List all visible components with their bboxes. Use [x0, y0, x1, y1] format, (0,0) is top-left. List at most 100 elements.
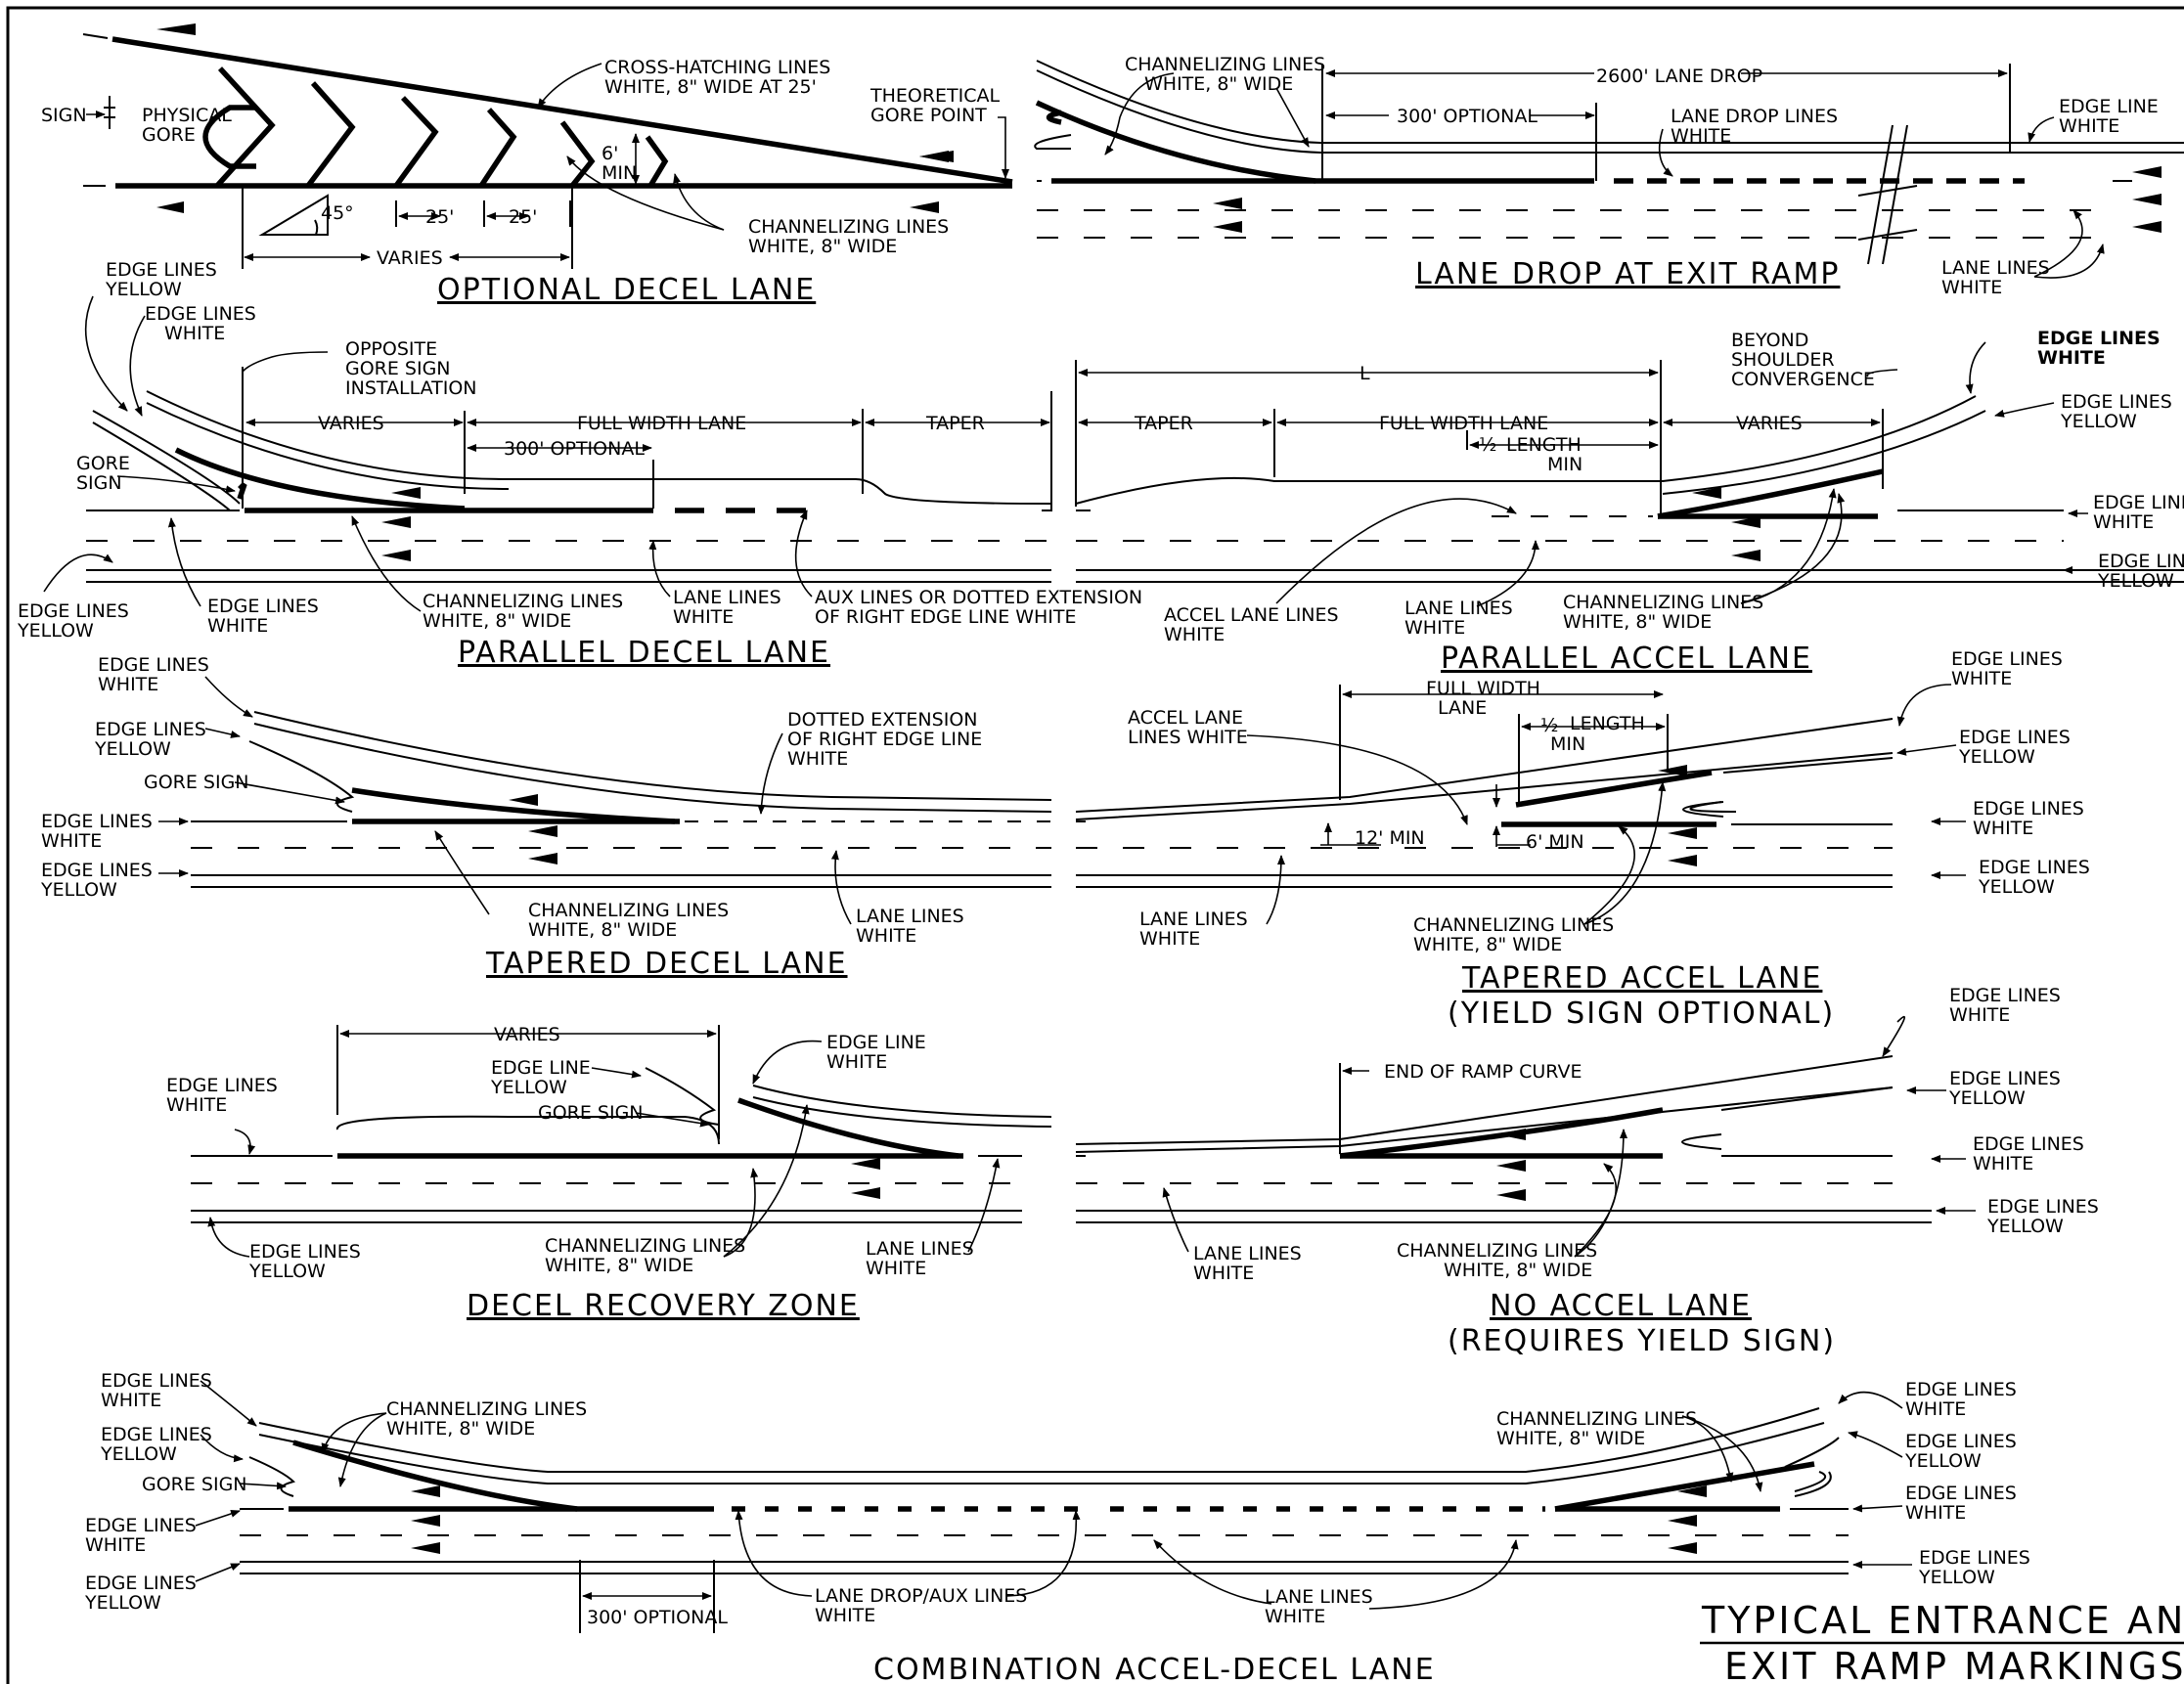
- svg-text:WHITE: WHITE: [866, 1258, 926, 1279]
- svg-text:FULL WIDTH: FULL WIDTH: [1426, 678, 1540, 699]
- svg-text:YELLOW: YELLOW: [1918, 1567, 1995, 1588]
- decel-recovery-title: DECEL RECOVERY ZONE: [467, 1289, 860, 1323]
- svg-text:CHANNELIZING LINES: CHANNELIZING LINES: [545, 1235, 745, 1257]
- svg-text:(REQUIRES YIELD SIGN): (REQUIRES YIELD SIGN): [1448, 1324, 1836, 1358]
- svg-text:EDGE LINES: EDGE LINES: [41, 860, 153, 881]
- svg-text:WHITE, 8" WIDE: WHITE, 8" WIDE: [1144, 73, 1293, 95]
- svg-text:WHITE: WHITE: [2059, 115, 2119, 137]
- svg-text:FULL WIDTH LANE: FULL WIDTH LANE: [577, 413, 746, 434]
- svg-text:WHITE: WHITE: [1139, 928, 1200, 950]
- svg-text:WHITE: WHITE: [2037, 347, 2106, 369]
- svg-text:EDGE LINES: EDGE LINES: [1949, 1068, 2061, 1089]
- svg-text:EDGE LINES: EDGE LINES: [101, 1424, 212, 1445]
- svg-text:EDGE LINES: EDGE LINES: [1959, 727, 2071, 748]
- svg-text:EDGE LINES: EDGE LINES: [1949, 985, 2061, 1006]
- end-ramp-curve-label: END OF RAMP CURVE: [1384, 1061, 1582, 1083]
- svg-text:WHITE: WHITE: [1265, 1606, 1325, 1627]
- svg-text:BEYOND: BEYOND: [1731, 330, 1808, 351]
- svg-text:CHANNELIZING LINES: CHANNELIZING LINES: [1563, 592, 1763, 613]
- svg-text:YELLOW: YELLOW: [17, 620, 94, 642]
- svg-text:MIN: MIN: [602, 162, 637, 184]
- svg-text:LANE LINES: LANE LINES: [1139, 908, 1248, 930]
- svg-text:LANE LINES: LANE LINES: [1941, 257, 2050, 279]
- svg-text:EDGE LINES: EDGE LINES: [1905, 1431, 2017, 1452]
- svg-text:WHITE: WHITE: [1905, 1398, 1966, 1420]
- panel-no-accel: END OF RAMP CURVE EDGE LINES WHITE EDGE …: [1075, 985, 2099, 1358]
- svg-text:WHITE: WHITE: [1973, 1153, 2033, 1174]
- svg-text:WHITE: WHITE: [1193, 1263, 1254, 1284]
- svg-text:WHITE: WHITE: [815, 1605, 875, 1626]
- svg-text:WHITE: WHITE: [1404, 617, 1465, 639]
- svg-text:WHITE, 8" WIDE: WHITE, 8" WIDE: [423, 610, 571, 632]
- sign-post: [104, 96, 115, 129]
- svg-text:12' MIN: 12' MIN: [1355, 827, 1425, 849]
- svg-text:WHITE: WHITE: [1905, 1502, 1966, 1524]
- od-physical-gore: [202, 105, 256, 169]
- parallel-decel-title: PARALLEL DECEL LANE: [458, 636, 830, 670]
- svg-text:EDGE LINES: EDGE LINES: [85, 1573, 197, 1594]
- svg-text:EDGE LINES: EDGE LINES: [41, 811, 153, 832]
- svg-text:WHITE: WHITE: [1941, 277, 2002, 298]
- svg-text:WHITE, 8" WIDE: WHITE, 8" WIDE: [386, 1418, 535, 1440]
- svg-text:YELLOW: YELLOW: [2060, 411, 2137, 432]
- svg-text:YELLOW: YELLOW: [40, 879, 117, 901]
- svg-text:VARIES: VARIES: [377, 247, 443, 269]
- svg-text:EDGE LINES: EDGE LINES: [145, 303, 256, 325]
- svg-text:EDGE LINE: EDGE LINE: [2059, 96, 2159, 117]
- sheet-title-line-2: EXIT RAMP MARKINGS: [1724, 1645, 2184, 1684]
- svg-text:WHITE: WHITE: [85, 1534, 146, 1556]
- sheet-title-block: TYPICAL ENTRANCE AND EXIT RAMP MARKINGS: [1700, 1599, 2184, 1684]
- svg-text:TAPER: TAPER: [1134, 413, 1193, 434]
- svg-text:25': 25': [509, 206, 537, 228]
- svg-text:VARIES: VARIES: [494, 1024, 560, 1045]
- od-chevrons: [214, 66, 669, 188]
- svg-text:EDGE LINES: EDGE LINES: [101, 1370, 212, 1392]
- svg-text:EDGE LINES: EDGE LINES: [1973, 798, 2084, 820]
- svg-text:EDGE LINES: EDGE LINES: [1979, 857, 2090, 878]
- svg-text:WHITE, 8" WIDE: WHITE, 8" WIDE: [545, 1255, 693, 1276]
- svg-text:EDGE LINES: EDGE LINES: [95, 719, 206, 740]
- svg-text:YELLOW: YELLOW: [1978, 876, 2055, 898]
- svg-text:CHANNELIZING LINES: CHANNELIZING LINES: [1496, 1408, 1697, 1430]
- panel-combination: EDGE LINES WHITE EDGE LINES YELLOW GORE …: [84, 1370, 2030, 1684]
- svg-text:WHITE, 8" WIDE AT 25': WHITE, 8" WIDE AT 25': [604, 76, 817, 98]
- svg-text:EDGE LINES: EDGE LINES: [18, 600, 129, 622]
- svg-text:SIGN: SIGN: [76, 472, 122, 494]
- svg-text:OF RIGHT EDGE LINE WHITE: OF RIGHT EDGE LINE WHITE: [815, 606, 1077, 628]
- svg-text:EDGE LINES: EDGE LINES: [1987, 1196, 2099, 1218]
- svg-text:WHITE: WHITE: [98, 674, 158, 695]
- svg-text:LANE: LANE: [1438, 697, 1487, 719]
- svg-text:YELLOW: YELLOW: [490, 1077, 567, 1098]
- svg-text:VARIES: VARIES: [318, 413, 384, 434]
- svg-text:MIN: MIN: [1550, 733, 1585, 755]
- svg-text:LANE LINES: LANE LINES: [1193, 1243, 1302, 1264]
- svg-text:YELLOW: YELLOW: [100, 1443, 177, 1465]
- svg-text:WHITE: WHITE: [2093, 511, 2154, 533]
- svg-text:25': 25': [425, 206, 454, 228]
- svg-text:WHITE, 8" WIDE: WHITE, 8" WIDE: [1496, 1428, 1645, 1449]
- svg-text:EDGE LINE: EDGE LINE: [491, 1057, 591, 1079]
- svg-text:GORE SIGN: GORE SIGN: [144, 772, 249, 793]
- panel-decel-recovery: VARIES EDGE LINE WHITE EDGE LINE YELLOW …: [166, 1024, 1052, 1323]
- svg-text:WHITE, 8" WIDE: WHITE, 8" WIDE: [1413, 934, 1562, 955]
- no-accel-title: NO ACCEL LANE: [1490, 1289, 1752, 1323]
- od-channelizing-label: CHANNELIZING LINES: [748, 216, 949, 238]
- svg-text:EDGE LINES: EDGE LINES: [106, 259, 217, 281]
- svg-text:GORE SIGN: GORE SIGN: [538, 1102, 644, 1124]
- svg-text:WHITE: WHITE: [1671, 125, 1731, 147]
- lane-drop-title: LANE DROP AT EXIT RAMP: [1415, 257, 1840, 291]
- svg-text:300' OPTIONAL: 300' OPTIONAL: [1397, 106, 1538, 127]
- svg-text:½: ½: [1540, 715, 1558, 736]
- opposite-gore-label: OPPOSITE: [345, 338, 437, 360]
- svg-text:300' OPTIONAL: 300' OPTIONAL: [504, 438, 645, 460]
- od-arrow: [156, 23, 196, 35]
- svg-text:GORE POINT: GORE POINT: [870, 105, 987, 126]
- svg-text:LANE LINES: LANE LINES: [866, 1238, 974, 1260]
- svg-text:YELLOW: YELLOW: [94, 738, 171, 760]
- svg-text:EDGE LINES: EDGE LINES: [2093, 492, 2184, 513]
- svg-text:300' OPTIONAL: 300' OPTIONAL: [587, 1607, 728, 1628]
- svg-text:WHITE, 8" WIDE: WHITE, 8" WIDE: [748, 236, 897, 257]
- svg-text:WHITE: WHITE: [856, 925, 916, 947]
- svg-text:CONVERGENCE: CONVERGENCE: [1731, 369, 1875, 390]
- svg-text:EDGE LINES: EDGE LINES: [207, 596, 319, 617]
